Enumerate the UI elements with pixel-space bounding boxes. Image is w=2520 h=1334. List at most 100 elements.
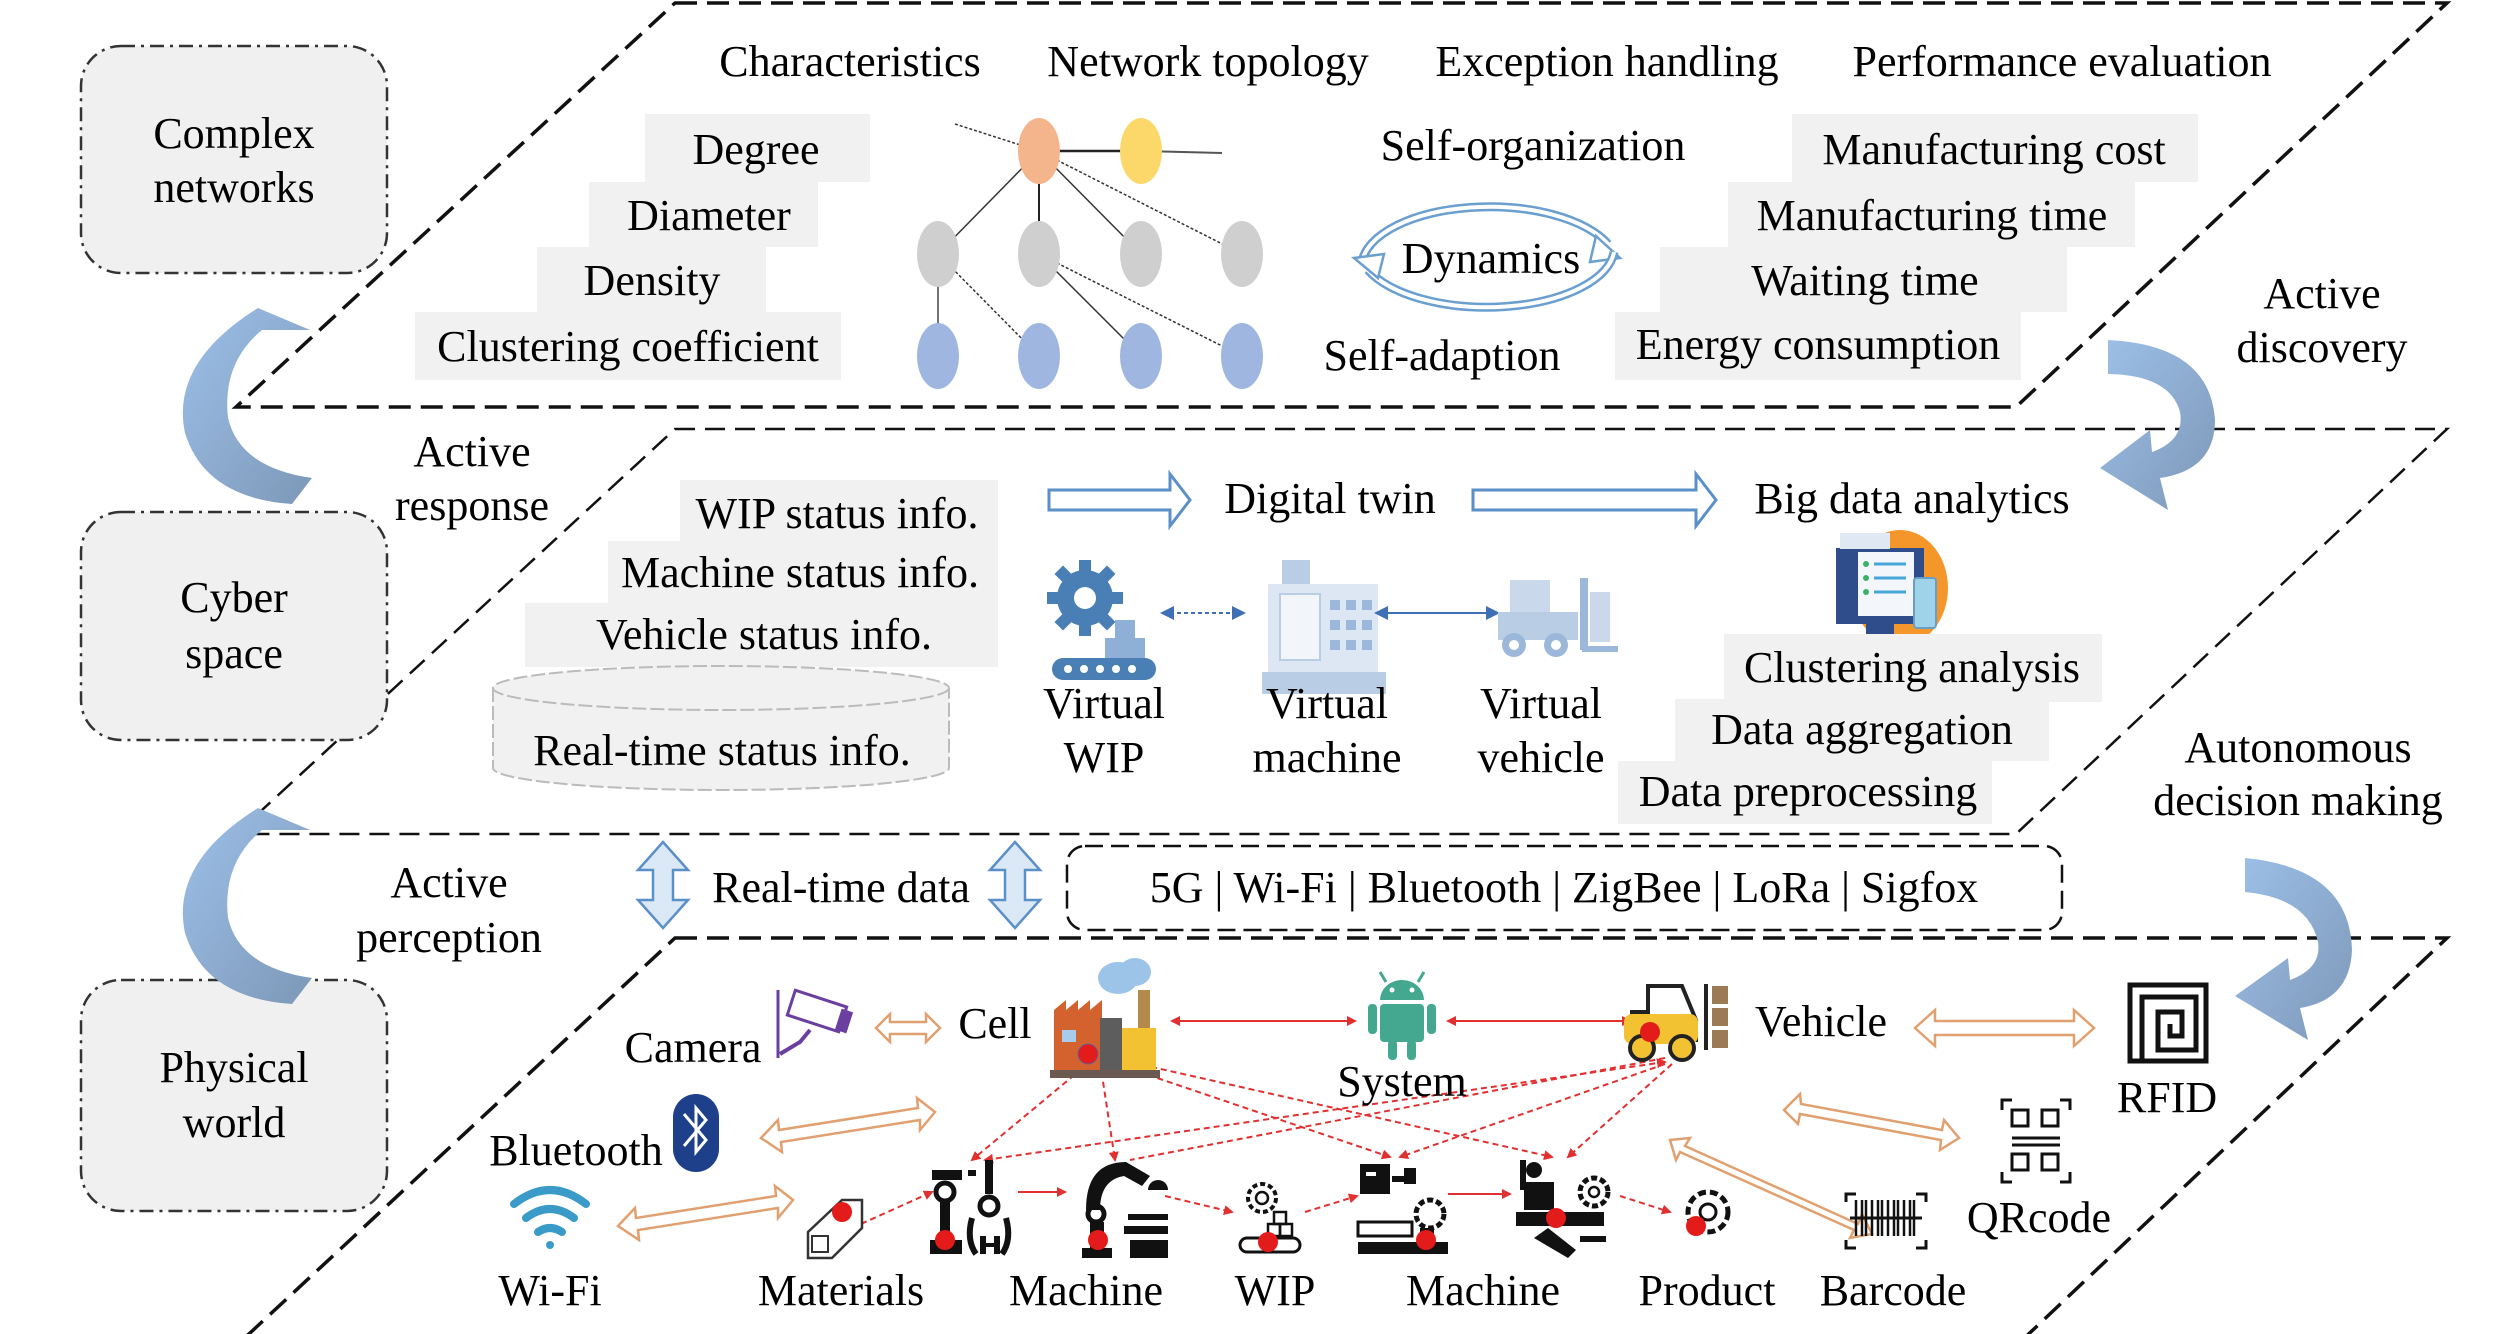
barcode-label: Barcode [1820, 1266, 1967, 1315]
materials-icon [806, 1198, 864, 1260]
autonomous-decision-line2: decision making [2153, 776, 2443, 825]
qrcode-label: QRcode [1967, 1193, 2111, 1242]
side-label-line2: space [185, 629, 283, 678]
performance-item: Energy consumption [1636, 320, 2001, 369]
self-adaption-label: Self-adaption [1323, 331, 1560, 380]
flow-label: Materials [758, 1266, 924, 1315]
forklift-vehicle-icon [1624, 984, 1728, 1062]
entity-links [851, 1016, 1673, 1229]
protocols-box [1065, 844, 2064, 932]
double-arrow-icon [1913, 1007, 2096, 1049]
machine-operator-icon [1516, 1160, 1611, 1258]
machine-assembly-icon [1356, 1164, 1448, 1254]
flow-label: Product [1639, 1266, 1776, 1315]
flow-arrow-icon [1471, 469, 1718, 531]
network-topology-graph [917, 118, 1263, 389]
topology-node [917, 221, 959, 287]
status-info-item: WIP status info. [695, 489, 978, 538]
virtual-machine-line1: Virtual [1266, 679, 1388, 728]
performance-item: Manufacturing cost [1822, 125, 2165, 174]
autonomous-decision-line1: Autonomous [2184, 723, 2411, 772]
side-label-line1: Complex [153, 109, 314, 158]
vehicle-label: Vehicle [1755, 997, 1887, 1046]
bluetooth-label: Bluetooth [489, 1126, 663, 1175]
wifi-icon [510, 1186, 590, 1249]
analytics-list: Clustering analysis Data aggregation Dat… [1618, 634, 2102, 824]
curved-arrow-icon [2100, 340, 2215, 510]
characteristic-item: Degree [692, 125, 819, 174]
realtime-data-label: Real-time data [712, 863, 970, 912]
analytics-item: Data preprocessing [1639, 767, 1977, 816]
topology-node [1018, 323, 1060, 389]
rfid-label: RFID [2117, 1073, 2217, 1122]
virtual-vehicle-icon [1498, 578, 1618, 657]
characteristic-item: Density [584, 256, 721, 305]
header-performance-evaluation: Performance evaluation [1852, 37, 2271, 86]
side-label-line1: Physical [159, 1043, 308, 1092]
active-perception-line2: perception [356, 913, 542, 962]
flow-label: WIP [1235, 1266, 1316, 1315]
double-arrow-icon [1782, 1091, 1961, 1153]
curved-arrow-icon [182, 308, 312, 504]
self-organization-label: Self-organization [1381, 121, 1686, 170]
camera-icon [776, 988, 854, 1058]
virtual-machine-icon [1262, 560, 1386, 694]
topology-node [1120, 323, 1162, 389]
analytics-item: Data aggregation [1711, 705, 2013, 754]
header-exception-handling: Exception handling [1435, 37, 1778, 86]
virtual-vehicle-line1: Virtual [1480, 679, 1602, 728]
camera-label: Camera [625, 1023, 762, 1072]
side-label-line1: Cyber [180, 573, 288, 622]
side-box-complex-networks: Complex networks [79, 44, 389, 275]
performance-item: Waiting time [1751, 256, 1978, 305]
wip-gear-conveyor-icon [1238, 1182, 1302, 1254]
bluetooth-icon [673, 1094, 719, 1172]
system-label: System [1337, 1057, 1467, 1106]
cell-label: Cell [958, 999, 1031, 1048]
curved-arrow-icon [2235, 858, 2352, 1040]
up-down-arrow-icon [635, 840, 691, 930]
active-discovery-line1: Active [2263, 269, 2380, 318]
qrcode-icon [2000, 1098, 2072, 1184]
active-response-line2: response [395, 481, 549, 530]
digital-twin-label: Digital twin [1224, 474, 1435, 523]
curved-arrow-icon [182, 808, 312, 1004]
header-characteristics: Characteristics [719, 37, 980, 86]
flow-label: Machine [1406, 1266, 1560, 1315]
status-info-list: WIP status info. Machine status info. Ve… [525, 480, 998, 667]
characteristic-item: Clustering coefficient [437, 322, 819, 371]
header-network-topology: Network topology [1047, 37, 1368, 86]
realtime-database-cylinder: Real-time status info. [492, 665, 950, 791]
big-data-label: Big data analytics [1754, 474, 2069, 523]
analytics-item: Clustering analysis [1744, 643, 2080, 692]
virtual-wip-line2: WIP [1064, 733, 1145, 782]
side-box-physical-world: Physical world [79, 978, 389, 1213]
flow-label: Machine [1009, 1266, 1163, 1315]
performance-item: Manufacturing time [1757, 191, 2108, 240]
topology-node-peer [1120, 118, 1162, 184]
up-down-arrow-icon [987, 840, 1043, 930]
product-gear-icon [1685, 1189, 1731, 1236]
double-arrow-icon [874, 1010, 942, 1046]
factory-cell-icon [1050, 958, 1160, 1078]
complex-network-layer-frame [231, 1, 2452, 409]
status-info-item: Vehicle status info. [596, 610, 932, 659]
double-arrow-icon [759, 1095, 937, 1155]
dynamics-cycle-icon [1351, 202, 1623, 312]
side-box-cyber-space: Cyber space [79, 510, 389, 742]
virtual-vehicle-line2: vehicle [1477, 733, 1604, 782]
virtual-wip-icon [1047, 560, 1156, 680]
dynamics-label: Dynamics [1402, 234, 1580, 283]
virtual-wip-line1: Virtual [1043, 679, 1165, 728]
machine-robot-arm-icon [930, 1160, 1012, 1256]
topology-node [1120, 221, 1162, 287]
topology-node [1018, 221, 1060, 287]
database-label: Real-time status info. [533, 726, 911, 775]
double-arrow-icon [616, 1183, 795, 1243]
protocols-label: 5G | Wi-Fi | Bluetooth | ZigBee | LoRa |… [1150, 863, 1979, 912]
rfid-icon [2127, 982, 2209, 1064]
characteristics-list: Degree Diameter Density Clustering coeff… [415, 114, 870, 380]
barcode-icon [1844, 1192, 1928, 1250]
characteristic-item: Diameter [627, 191, 791, 240]
